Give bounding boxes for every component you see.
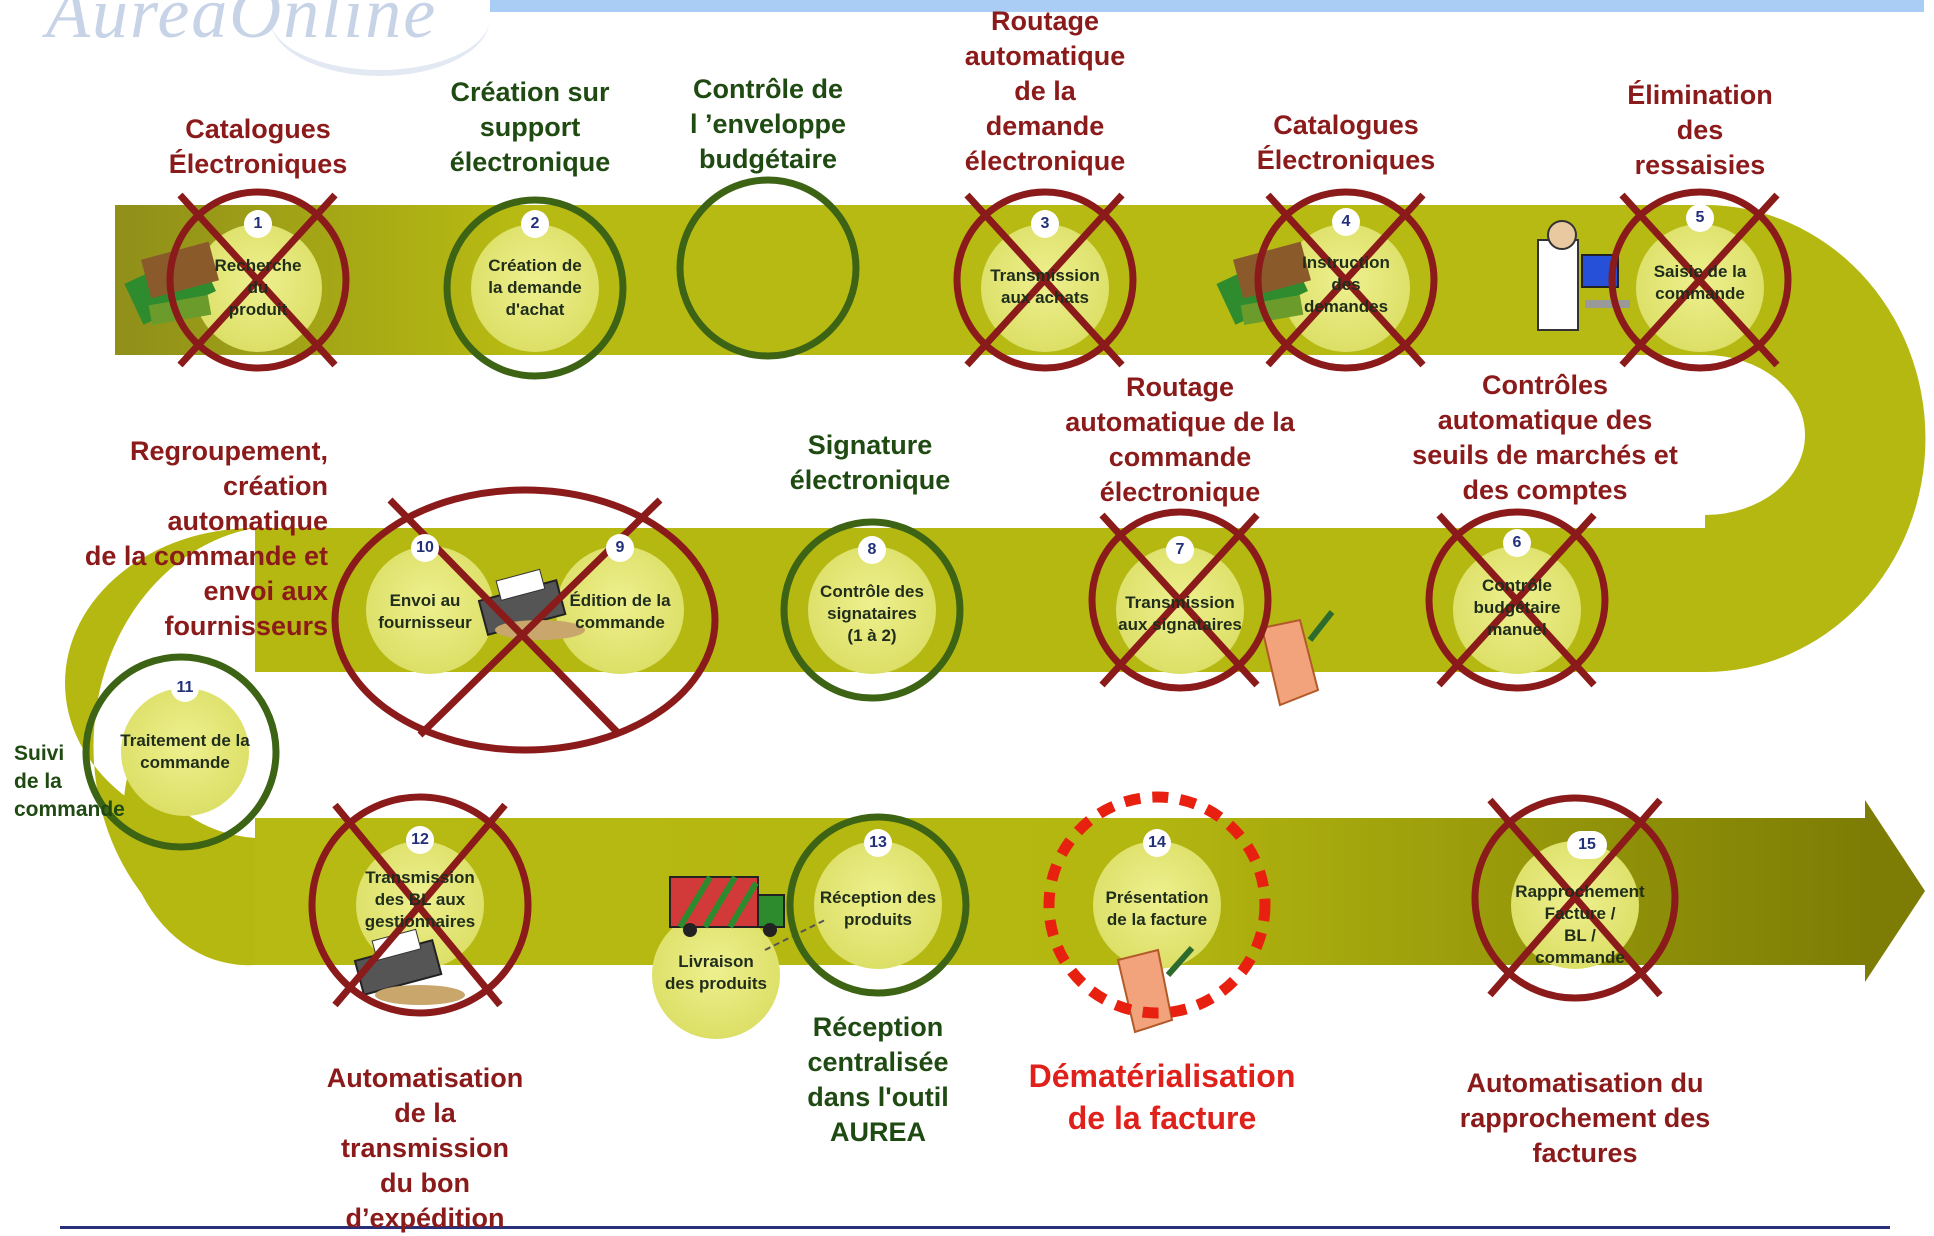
step-number-6: 6 (1503, 529, 1531, 557)
step-number-1: 1 (244, 210, 272, 238)
step-number-7: 7 (1166, 536, 1194, 564)
cross-3 (953, 188, 1137, 372)
step-number-15: 15 (1567, 831, 1607, 859)
green-circle-2 (443, 196, 627, 380)
illustrations (124, 220, 1630, 1034)
band-turn-right (1705, 205, 1926, 672)
node-11 (121, 688, 249, 816)
highlight-circle-14 (1043, 791, 1271, 1019)
step-number-12: 12 (406, 826, 434, 854)
cross-7 (1088, 508, 1272, 692)
node-14 (1093, 841, 1221, 969)
footer-rule (60, 1226, 1890, 1229)
signed-document-icon (1260, 610, 1335, 707)
step-number-5: 5 (1686, 204, 1714, 232)
step-number-13: 13 (864, 829, 892, 857)
node-6 (1453, 546, 1581, 674)
green-circle-13 (786, 813, 970, 997)
band-row-1 (115, 205, 1705, 355)
green-circle-8 (780, 518, 964, 702)
signed-document-icon (1116, 946, 1195, 1034)
node-2 (471, 224, 599, 352)
node-7 (1116, 546, 1244, 674)
logo-swirl (270, 0, 490, 76)
step-number-8: 8 (858, 536, 886, 564)
nodes (121, 224, 1764, 1039)
books-icon (1216, 241, 1311, 326)
cross-15 (1471, 794, 1679, 1002)
cross-6 (1425, 508, 1609, 692)
eliminated-steps (166, 188, 1792, 1017)
node-livraison (652, 911, 780, 1039)
step-number-3: 3 (1031, 210, 1059, 238)
node-9 (556, 546, 684, 674)
green-circle-budget (676, 176, 860, 360)
step-number-4: 4 (1332, 208, 1360, 236)
header-bar (490, 0, 1924, 12)
node-8 (808, 546, 936, 674)
step-number-11: 11 (171, 674, 199, 702)
green-circle-11 (82, 653, 280, 851)
band-arrow-head (1865, 800, 1925, 982)
cross-1 (166, 188, 350, 372)
cross-4 (1254, 188, 1438, 372)
logo: AureaOnline (46, 0, 438, 53)
cross-5 (1608, 188, 1792, 372)
printer-icon (477, 568, 585, 640)
step-number-2: 2 (521, 210, 549, 238)
delivery-truck-icon (669, 875, 785, 937)
step-number-10: 10 (411, 534, 439, 562)
green-circles (82, 176, 970, 997)
cross-12 (308, 793, 532, 1017)
step-number-9: 9 (606, 534, 634, 562)
node-13 (814, 841, 942, 969)
step-number-14: 14 (1143, 829, 1171, 857)
